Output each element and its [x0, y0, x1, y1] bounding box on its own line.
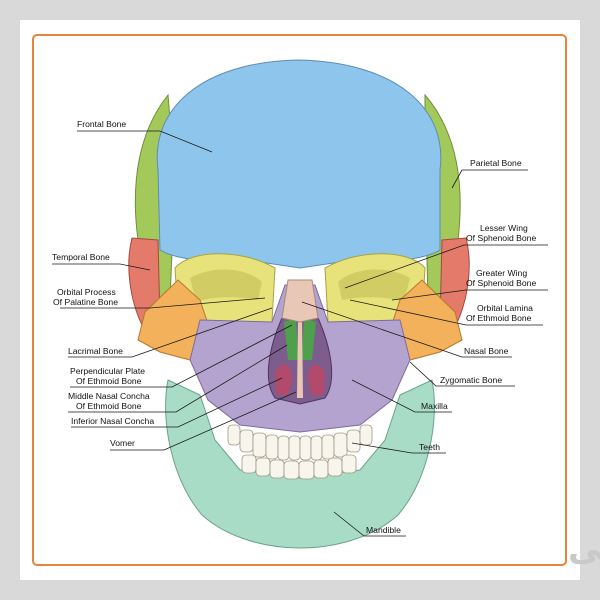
line-frontal-bone [77, 130, 213, 153]
line-lacrimal-bone [68, 307, 273, 358]
line-middle-nasal-concha [68, 344, 288, 413]
line-perpendicular-plate [70, 324, 293, 388]
mandible [165, 379, 435, 549]
line-teeth [351, 442, 446, 454]
label-perpendicular-plate-line2: Of Ethmoid Bone [76, 376, 142, 386]
label-vomer: Vomer [110, 438, 135, 448]
line-orbital-lamina [349, 299, 543, 326]
label-zygomatic-bone: Zygomatic Bone [440, 375, 502, 385]
label-greater-wing-line2: Of Sphenoid Bone [466, 278, 536, 288]
line-maxilla [351, 379, 452, 413]
label-orbital-lamina-line2: Of Ethmoid Bone [466, 313, 532, 323]
label-middle-nasal-concha-line2: Of Ethmoid Bone [76, 401, 142, 411]
ethmoid-concha-right [302, 318, 316, 360]
line-parietal-bone [451, 169, 528, 189]
label-teeth: Teeth [419, 442, 440, 452]
nasal-bone [281, 279, 319, 323]
vomer-septum [297, 318, 303, 398]
label-lacrimal-bone: Lacrimal Bone [68, 346, 123, 356]
label-perpendicular-plate-line1: Perpendicular Plate [70, 366, 145, 376]
line-lesser-wing [344, 244, 548, 289]
line-vomer [110, 391, 297, 451]
orbit-shadow-left [190, 269, 262, 302]
leader-lines [52, 130, 548, 537]
label-nasal-bone: Nasal Bone [464, 346, 509, 356]
ethmoid-concha-left [284, 318, 298, 360]
label-maxilla: Maxilla [421, 401, 448, 411]
line-nasal-bone [301, 301, 512, 358]
label-greater-wing-line1: Greater Wing [476, 268, 527, 278]
label-temporal-bone: Temporal Bone [52, 252, 110, 262]
label-orbital-process-line1: Orbital Process [57, 287, 116, 297]
skull-illustration [128, 59, 470, 549]
inferior-concha-left [275, 364, 292, 396]
label-orbital-process-line2: Of Palatine Bone [53, 297, 118, 307]
frontal-bone [156, 59, 442, 269]
labels: Frontal Bone Parietal Bone Lesser Wing O… [52, 119, 536, 535]
label-lesser-wing-line1: Lesser Wing [480, 223, 528, 233]
label-inferior-nasal-concha: Inferior Nasal Concha [71, 416, 154, 426]
label-parietal-bone: Parietal Bone [470, 158, 522, 168]
teeth [227, 424, 373, 480]
label-lesser-wing-line2: Of Sphenoid Bone [466, 233, 536, 243]
line-zygomatic-bone [409, 361, 515, 387]
watermark-logo: باسلامی [568, 529, 600, 569]
line-orbital-process [60, 297, 266, 309]
label-mandible: Mandible [366, 525, 401, 535]
line-mandible [333, 511, 406, 537]
label-orbital-lamina-line1: Orbital Lamina [477, 303, 533, 313]
label-frontal-bone: Frontal Bone [77, 119, 126, 129]
label-middle-nasal-concha-line1: Middle Nasal Concha [68, 391, 150, 401]
line-greater-wing [391, 289, 548, 301]
orbit-shadow-right [338, 269, 410, 302]
line-temporal-bone [52, 263, 151, 271]
inferior-concha-right [308, 364, 325, 396]
line-inferior-nasal-concha [71, 377, 283, 428]
